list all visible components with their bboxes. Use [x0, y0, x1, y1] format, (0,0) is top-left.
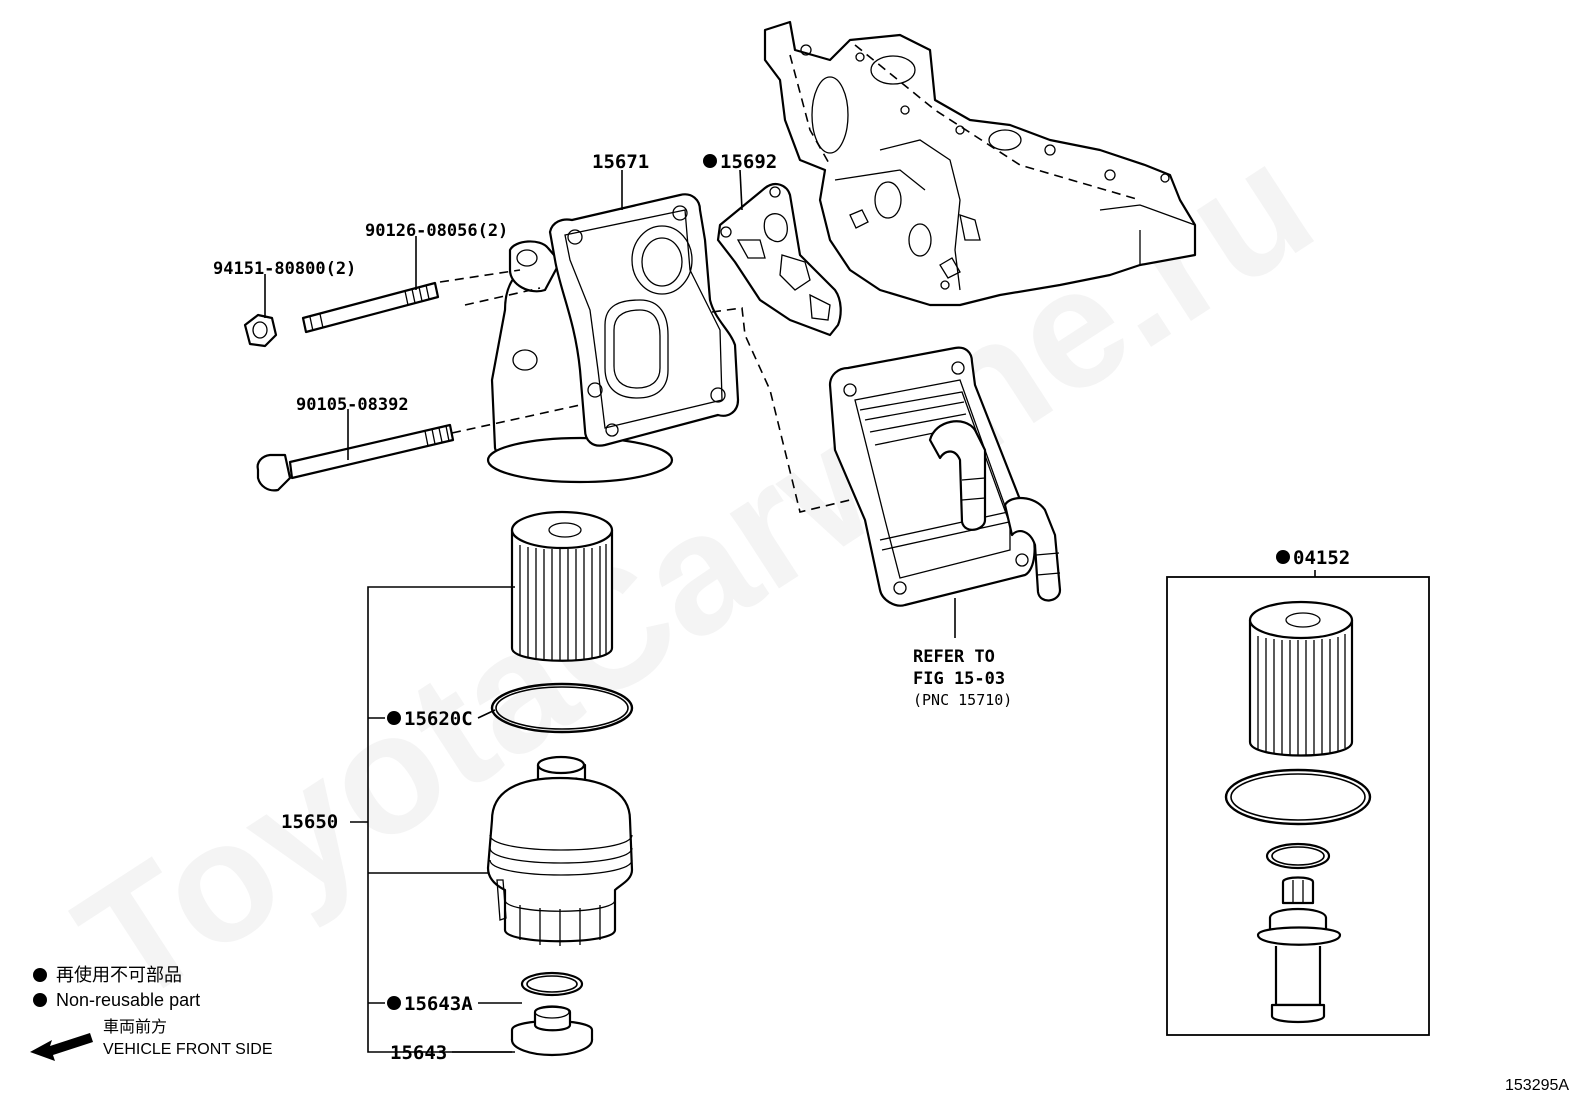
- front-arrow-icon: [30, 1033, 93, 1061]
- nonreusable-dot-15692: [703, 154, 717, 168]
- refer-line1: REFER TO: [913, 647, 995, 667]
- label-15643[interactable]: 15643: [390, 1042, 447, 1064]
- label-15620c[interactable]: 15620C: [404, 708, 473, 730]
- label-94151-80800[interactable]: 94151-80800(2): [213, 259, 356, 279]
- stud-bolt-drawing: [301, 281, 440, 334]
- nonreusable-dot-04152: [1276, 550, 1290, 564]
- label-15650[interactable]: 15650: [281, 811, 338, 833]
- refer-line2[interactable]: FIG 15-03: [913, 669, 1005, 689]
- kit-drain-pipe-drawing: [1256, 876, 1342, 1024]
- flange-nut-drawing: [243, 313, 278, 348]
- legend-front-jp: 車両前方: [103, 1018, 167, 1036]
- drain-seal-drawing: [520, 971, 584, 997]
- refer-line3: (PNC 15710): [913, 691, 1012, 709]
- long-bolt-drawing: [256, 423, 455, 492]
- kit-small-ring-drawing: [1265, 842, 1331, 870]
- oil-cooler-drawing: [828, 346, 1062, 607]
- filter-element-left-drawing: [510, 510, 614, 662]
- label-04152[interactable]: 04152: [1293, 547, 1350, 569]
- gasket-drawing: [716, 182, 842, 337]
- drain-seal-inner-drawing: [526, 975, 578, 993]
- filter-cap-drawing: [486, 755, 634, 946]
- label-15671[interactable]: 15671: [592, 151, 649, 173]
- legend-nonreusable-jp: 再使用不可部品: [56, 965, 182, 985]
- drain-plug-drawing: [510, 1005, 594, 1057]
- label-15643a[interactable]: 15643A: [404, 993, 473, 1015]
- kit-o-ring-inner-drawing: [1230, 773, 1366, 821]
- kit-small-ring-inner-drawing: [1271, 846, 1325, 866]
- leader-15692: [739, 169, 743, 211]
- o-ring-inner-drawing: [495, 686, 629, 730]
- bracket-15650: [367, 586, 515, 1053]
- kit-box: [1166, 576, 1430, 1036]
- legend-dot-en: [33, 993, 47, 1007]
- nonreusable-dot-15620c: [387, 711, 401, 725]
- label-90105-08392[interactable]: 90105-08392: [296, 395, 409, 415]
- nonreusable-dot-15643a: [387, 996, 401, 1010]
- legend-nonreusable-en: Non-reusable part: [56, 990, 200, 1010]
- o-ring-drawing: [490, 682, 634, 734]
- legend-dot-jp: [33, 968, 47, 982]
- kit-o-ring-drawing: [1224, 768, 1372, 826]
- engine-block-drawing: [763, 20, 1197, 307]
- leader-15620c: [368, 709, 496, 719]
- stud-alignment-line: [439, 269, 541, 306]
- oil-filter-housing-drawing: [486, 193, 740, 484]
- filter-element-kit-drawing: [1248, 600, 1354, 757]
- legend-front-en: VEHICLE FRONT SIDE: [103, 1041, 273, 1058]
- label-15692[interactable]: 15692: [720, 151, 777, 173]
- label-90126-08056[interactable]: 90126-08056(2): [365, 221, 508, 241]
- bolt-alignment-line: [451, 404, 581, 434]
- figure-id: 153295A: [1505, 1077, 1569, 1094]
